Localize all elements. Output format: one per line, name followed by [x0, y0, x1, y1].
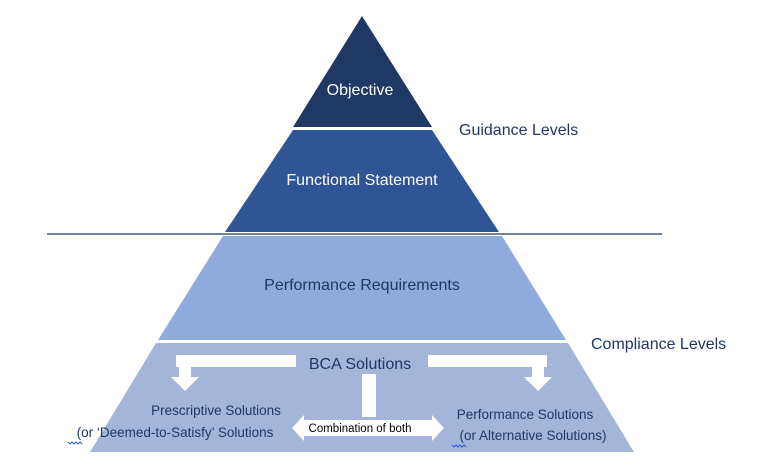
right-arrow-shaft — [532, 365, 544, 378]
tier-performance-requirements — [158, 236, 566, 340]
guidance-levels-label: Guidance Levels — [459, 122, 578, 139]
right-arrow-head — [524, 377, 552, 391]
left-arrow-head — [171, 377, 199, 391]
center-stem — [362, 365, 376, 417]
objective-label: Objective — [327, 82, 394, 99]
combination-of-both-label: Combination of both — [309, 423, 412, 435]
double-headed-arrow — [292, 415, 444, 441]
compliance-levels-label: Compliance Levels — [591, 336, 726, 353]
deemed-to-satisfy-label: (or ‘Deemed-to-Satisfy’ Solutions — [77, 425, 274, 440]
alternative-solutions-label: (or Alternative Solutions) — [459, 428, 606, 443]
bca-solutions-label: BCA Solutions — [309, 356, 411, 373]
performance-requirements-label: Performance Requirements — [264, 277, 460, 294]
performance-solutions-label: Performance Solutions — [457, 407, 594, 422]
functional-statement-label: Functional Statement — [286, 172, 438, 189]
spellcheck-squiggle-right — [451, 444, 467, 448]
left-arrow-shaft — [179, 365, 191, 378]
tier-objective — [293, 16, 432, 127]
bca-label-backing — [296, 352, 428, 374]
spellcheck-squiggle — [67, 441, 83, 445]
tier-functional-statement — [225, 130, 499, 232]
prescriptive-solutions-label: Prescriptive Solutions — [151, 403, 281, 418]
